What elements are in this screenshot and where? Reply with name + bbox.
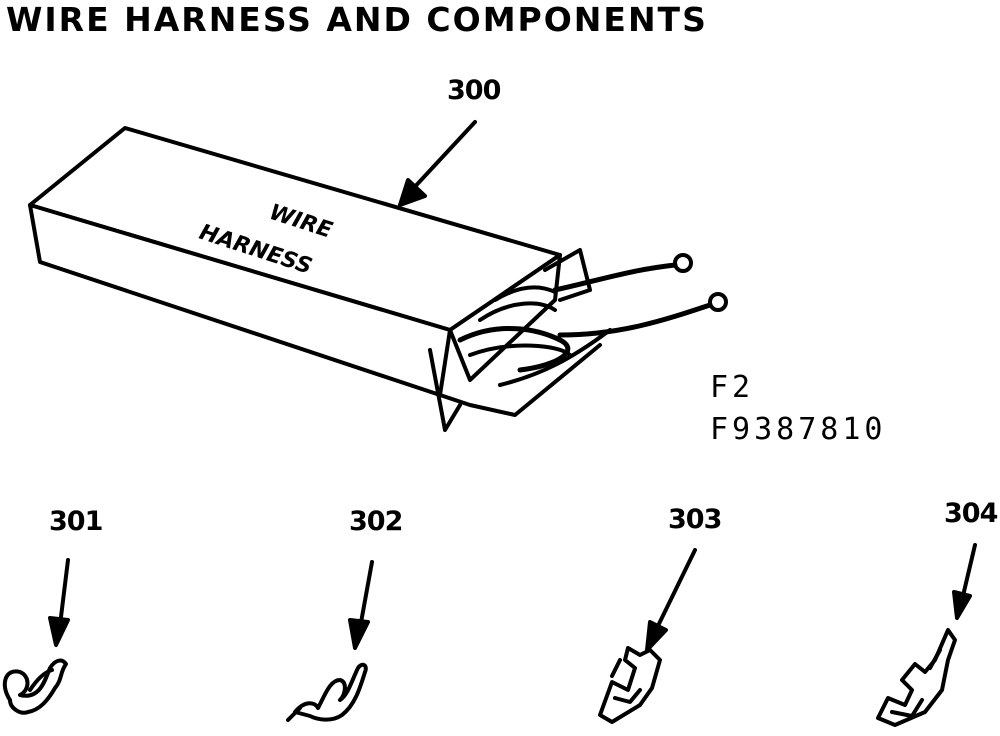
terminal-303-part [598,646,662,724]
callout-arrow-303 [645,548,697,652]
callout-304: 304 [944,498,998,529]
terminal-304-part [876,628,957,727]
callout-302: 302 [349,506,403,537]
callout-300: 300 [447,75,501,106]
terminal-301-part [2,658,68,715]
callout-arrow-304 [952,543,977,620]
callout-arrow-301 [48,558,70,647]
code-line1: F2 [710,370,755,405]
callout-301: 301 [49,506,103,537]
callout-arrow-302 [348,560,374,650]
wire-harness-box [28,126,728,432]
code-line2: F9387810 [710,412,887,447]
callout-303: 303 [668,504,722,535]
diagram-title: WIRE HARNESS AND COMPONENTS [6,0,708,39]
terminal-302-part [286,662,368,722]
callout-arrow-300 [398,120,477,207]
